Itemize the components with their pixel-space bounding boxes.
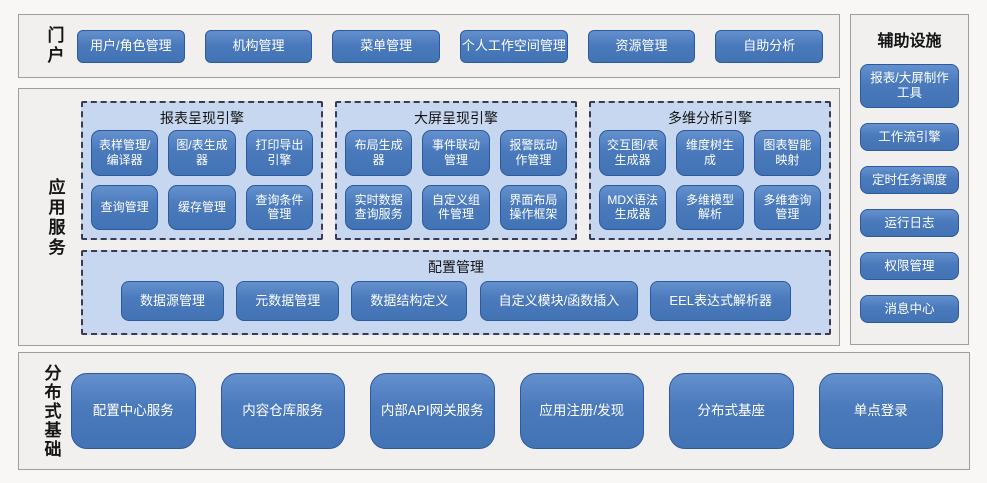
engine-button-realtime-data-query: 实时数据查询服务 bbox=[345, 184, 413, 230]
app-services-content: 报表呈现引擎 表样管理/编译器 图/表生成器 打印导出引擎 查询管理 缓存管理 … bbox=[81, 101, 831, 335]
config-button-data-structure-definition: 数据结构定义 bbox=[351, 281, 468, 321]
portal-button-self-service-analysis: 自助分析 bbox=[715, 29, 824, 63]
engine-button-multidim-query-mgmt: 多维查询管理 bbox=[753, 184, 821, 230]
distributed-infrastructure-label: 分布式基础 bbox=[41, 363, 61, 459]
engine-button-mdx-syntax-generator: MDX语法生成器 bbox=[599, 184, 667, 230]
engine-button-custom-component-mgmt: 自定义组件管理 bbox=[422, 184, 490, 230]
config-mgmt-title: 配置管理 bbox=[428, 259, 484, 275]
aux-button-report-dashboard-authoring-tool: 报表/大屏制作工具 bbox=[860, 64, 959, 108]
config-mgmt-panel: 配置管理 数据源管理 元数据管理 数据结构定义 自定义模块/函数插入 EEL表达… bbox=[81, 250, 831, 335]
auxiliary-button-stack: 报表/大屏制作工具 工作流引擎 定时任务调度 运行日志 权限管理 消息中心 bbox=[860, 64, 959, 323]
auxiliary-facilities-title: 辅助设施 bbox=[877, 33, 942, 50]
report-engine-grid: 表样管理/编译器 图/表生成器 打印导出引擎 查询管理 缓存管理 查询条件管理 bbox=[91, 130, 313, 230]
engine-button-query-mgmt: 查询管理 bbox=[91, 184, 159, 230]
portal-button-resource-mgmt: 资源管理 bbox=[587, 29, 696, 63]
engine-button-query-condition-mgmt: 查询条件管理 bbox=[245, 184, 313, 230]
portal-button-workspace-mgmt: 个人工作空间管理 bbox=[460, 29, 568, 63]
infra-button-internal-api-gateway-service: 内部API网关服务 bbox=[370, 373, 495, 449]
infra-button-single-sign-on: 单点登录 bbox=[818, 373, 943, 449]
engines-row: 报表呈现引擎 表样管理/编译器 图/表生成器 打印导出引擎 查询管理 缓存管理 … bbox=[81, 101, 831, 240]
config-button-custom-module-function: 自定义模块/函数插入 bbox=[479, 281, 639, 321]
app-services-section-label: 应用服务 bbox=[45, 178, 65, 258]
portal-button-org-mgmt: 机构管理 bbox=[204, 29, 313, 63]
aux-button-workflow-engine: 工作流引擎 bbox=[860, 123, 959, 151]
engine-button-alarm-action-mgmt: 报警既动作管理 bbox=[499, 130, 567, 176]
config-button-metadata-mgmt: 元数据管理 bbox=[236, 281, 340, 321]
olap-engine-panel: 多维分析引擎 交互图/表生成器 维度树生成 图表智能映射 MDX语法生成器 多维… bbox=[589, 101, 831, 240]
portal-button-menu-mgmt: 菜单管理 bbox=[332, 29, 441, 63]
dashboard-engine-panel: 大屏呈现引擎 布局生成器 事件联动管理 报警既动作管理 实时数据查询服务 自定义… bbox=[335, 101, 577, 240]
engine-button-interactive-chart-generator: 交互图/表生成器 bbox=[599, 130, 667, 176]
olap-engine-title: 多维分析引擎 bbox=[668, 110, 752, 126]
app-services-section: 应用服务 报表呈现引擎 表样管理/编译器 图/表生成器 打印导出引擎 查询管理 … bbox=[18, 88, 840, 346]
config-button-datasource-mgmt: 数据源管理 bbox=[121, 281, 225, 321]
engine-button-chart-table-generator: 图/表生成器 bbox=[168, 130, 236, 176]
engine-button-event-linkage-mgmt: 事件联动管理 bbox=[422, 130, 490, 176]
auxiliary-facilities-section: 辅助设施 报表/大屏制作工具 工作流引擎 定时任务调度 运行日志 权限管理 消息… bbox=[850, 14, 969, 345]
infrastructure-button-row: 配置中心服务 内容仓库服务 内部API网关服务 应用注册/发现 分布式基座 单点… bbox=[71, 373, 943, 449]
portal-section-label: 门户 bbox=[44, 26, 64, 66]
aux-button-message-center: 消息中心 bbox=[860, 295, 959, 323]
portal-button-user-role-mgmt: 用户/角色管理 bbox=[77, 29, 185, 63]
dashboard-engine-grid: 布局生成器 事件联动管理 报警既动作管理 实时数据查询服务 自定义组件管理 界面… bbox=[345, 130, 567, 230]
engine-button-multidim-model-parsing: 多维模型解析 bbox=[676, 184, 744, 230]
engine-button-template-mgmt-compiler: 表样管理/编译器 bbox=[91, 130, 159, 176]
infra-button-distributed-base: 分布式基座 bbox=[669, 373, 794, 449]
infra-button-content-repository-service: 内容仓库服务 bbox=[220, 373, 345, 449]
olap-engine-grid: 交互图/表生成器 维度树生成 图表智能映射 MDX语法生成器 多维模型解析 多维… bbox=[599, 130, 821, 230]
engine-button-layout-generator: 布局生成器 bbox=[345, 130, 413, 176]
portal-section: 门户 用户/角色管理 机构管理 菜单管理 个人工作空间管理 资源管理 自助分析 bbox=[18, 14, 840, 78]
dashboard-engine-title: 大屏呈现引擎 bbox=[414, 110, 498, 126]
infra-button-config-center-service: 配置中心服务 bbox=[71, 373, 196, 449]
distributed-infrastructure-section: 分布式基础 配置中心服务 内容仓库服务 内部API网关服务 应用注册/发现 分布… bbox=[18, 352, 970, 470]
report-engine-panel: 报表呈现引擎 表样管理/编译器 图/表生成器 打印导出引擎 查询管理 缓存管理 … bbox=[81, 101, 323, 240]
portal-button-row: 用户/角色管理 机构管理 菜单管理 个人工作空间管理 资源管理 自助分析 bbox=[77, 29, 824, 63]
engine-button-chart-smart-mapping: 图表智能映射 bbox=[753, 130, 821, 176]
infra-button-app-registration-discovery: 应用注册/发现 bbox=[519, 373, 644, 449]
engine-button-cache-mgmt: 缓存管理 bbox=[168, 184, 236, 230]
config-button-eel-expression-parser: EEL表达式解析器 bbox=[650, 281, 791, 321]
engine-button-dimension-tree-generation: 维度树生成 bbox=[676, 130, 744, 176]
engine-button-ui-layout-framework: 界面布局操作框架 bbox=[499, 184, 567, 230]
engine-button-print-export-engine: 打印导出引擎 bbox=[245, 130, 313, 176]
aux-button-scheduled-task: 定时任务调度 bbox=[860, 166, 959, 194]
report-engine-title: 报表呈现引擎 bbox=[160, 110, 244, 126]
config-button-row: 数据源管理 元数据管理 数据结构定义 自定义模块/函数插入 EEL表达式解析器 bbox=[91, 279, 821, 325]
aux-button-run-log: 运行日志 bbox=[860, 209, 959, 237]
aux-button-permission-mgmt: 权限管理 bbox=[860, 252, 959, 280]
